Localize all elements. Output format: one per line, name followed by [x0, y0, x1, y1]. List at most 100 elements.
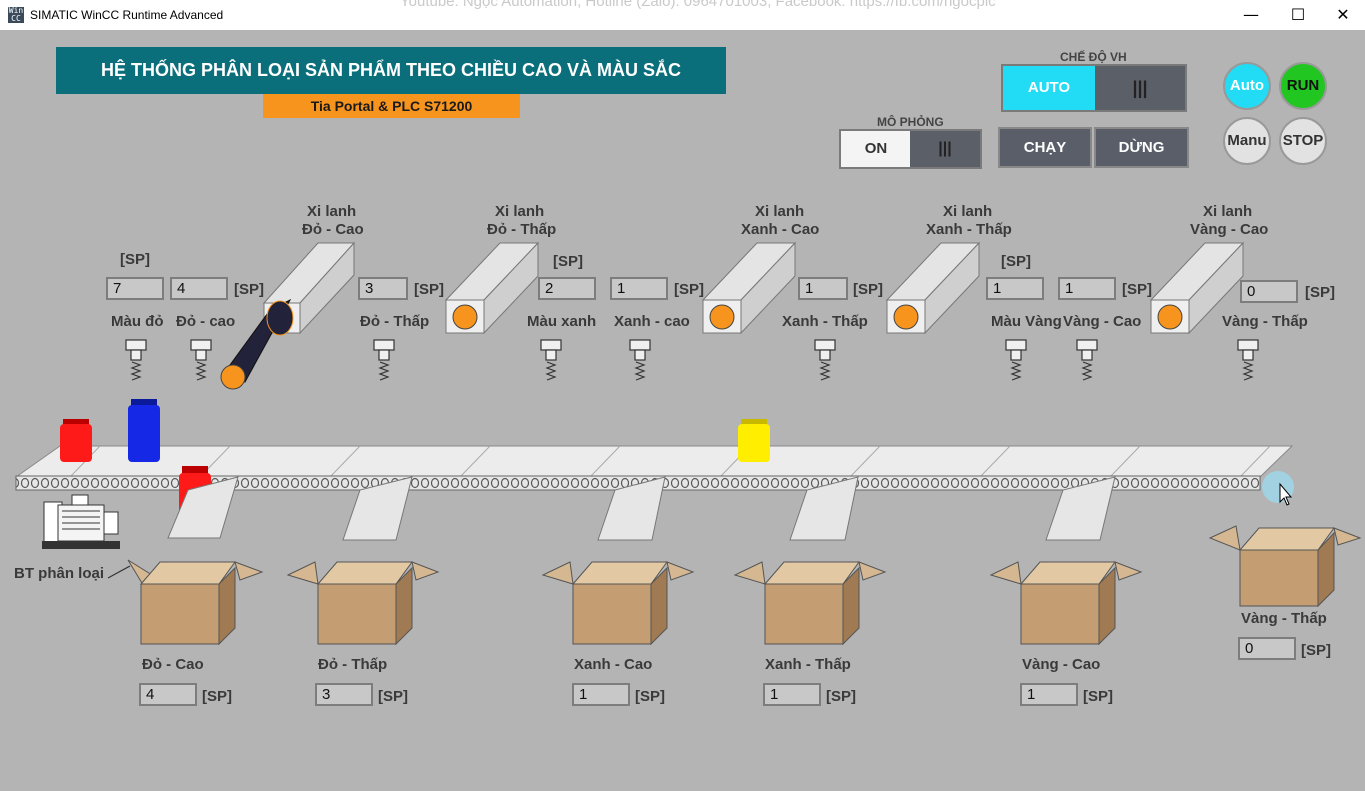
- count-blue[interactable]: 2: [538, 277, 596, 300]
- mode-label: CHẾ ĐỘ VH: [1060, 50, 1127, 64]
- count-blue-high[interactable]: 1: [610, 277, 668, 300]
- mode-switch-knob[interactable]: |||: [1095, 66, 1185, 110]
- cylinder-label-blue-high: Xi lanh: [755, 203, 805, 220]
- bin-count-blue-low[interactable]: 1: [763, 683, 821, 706]
- bin-label-blue-low: Xanh - Thấp: [765, 656, 851, 673]
- sp-unit: [SP]: [674, 281, 704, 298]
- minimize-button[interactable]: —: [1243, 5, 1259, 24]
- simulation-switch[interactable]: ON |||: [839, 129, 982, 169]
- sp-unit: [SP]: [1083, 688, 1113, 705]
- window-title: SIMATIC WinCC Runtime Advanced: [30, 8, 224, 22]
- sp-unit: [SP]: [1301, 642, 1331, 659]
- page-subtitle: Tia Portal & PLC S71200: [263, 94, 520, 118]
- auto-indicator: Auto: [1223, 62, 1271, 110]
- chute-red-low: [342, 476, 413, 541]
- count-yellow-low[interactable]: 0: [1240, 280, 1298, 303]
- sp-unit: [SP]: [120, 251, 150, 268]
- product-yellow: [738, 419, 770, 462]
- cylinder-label-red-high: Xi lanh: [307, 203, 357, 220]
- mouse-cursor-icon: [1279, 482, 1293, 506]
- product-blue: [128, 399, 160, 462]
- sp-unit: [SP]: [553, 253, 583, 270]
- close-button[interactable]: ✕: [1336, 5, 1350, 24]
- cylinder-label-blue-low: Xi lanh: [943, 203, 993, 220]
- sp-unit: [SP]: [234, 281, 264, 298]
- manual-indicator: Manu: [1223, 117, 1271, 165]
- cylinder-label-red-low: Xi lanh: [495, 203, 545, 220]
- bin-count-yellow-low[interactable]: 0: [1238, 637, 1296, 660]
- sp-unit: [SP]: [826, 688, 856, 705]
- sensor-label-red-low: Đỏ - Thấp: [360, 313, 430, 330]
- sensor-red-high-icon: [190, 339, 212, 381]
- sensor-label-yellow-low: Vàng - Thấp: [1222, 313, 1308, 330]
- sp-unit: [SP]: [378, 688, 408, 705]
- chute-blue-low: [789, 476, 859, 541]
- sensor-label-red: Màu đỏ: [111, 313, 164, 330]
- bin-label-red-high: Đỏ - Cao: [142, 656, 204, 673]
- bin-count-yellow-high[interactable]: 1: [1020, 683, 1078, 706]
- motor-icon: [42, 494, 131, 579]
- stop-indicator: STOP: [1279, 117, 1327, 165]
- count-red-high[interactable]: 4: [170, 277, 228, 300]
- watermark-banner: Youtube: Ngọc Automation, Hotline (Zalo)…: [400, 0, 996, 10]
- sensor-blue-icon: [540, 339, 562, 381]
- sensor-label-yellow-high: Vàng - Cao: [1063, 313, 1142, 330]
- bin-count-blue-high[interactable]: 1: [572, 683, 630, 706]
- sensor-yellow-icon: [1005, 339, 1027, 381]
- maximize-button[interactable]: ☐: [1290, 5, 1306, 24]
- mode-switch-value: AUTO: [1003, 66, 1095, 110]
- chute-yellow-high: [1045, 476, 1116, 541]
- chute-red-high: [167, 476, 239, 539]
- cylinder-sublabel-blue-low: Xanh - Thấp: [926, 221, 1012, 238]
- count-yellow[interactable]: 1: [986, 277, 1044, 300]
- cylinder-sublabel-red-low: Đỏ - Thấp: [487, 221, 557, 238]
- count-blue-low[interactable]: 1: [798, 277, 848, 300]
- bin-red-low: [286, 561, 440, 646]
- cylinder-sublabel-blue-high: Xanh - Cao: [741, 221, 820, 238]
- count-red-low[interactable]: 3: [358, 277, 408, 300]
- count-yellow-high[interactable]: 1: [1058, 277, 1116, 300]
- cylinder-blue-low: [885, 241, 981, 335]
- cylinder-red-low: [444, 241, 540, 335]
- sensor-blue-high-icon: [629, 339, 651, 381]
- sensor-red-low-icon: [373, 339, 395, 381]
- bin-label-red-low: Đỏ - Thấp: [318, 656, 388, 673]
- count-red[interactable]: 7: [106, 277, 164, 300]
- bin-label-yellow-low: Vàng - Thấp: [1241, 610, 1327, 627]
- cylinder-blue-high: [701, 241, 797, 335]
- cylinder-sublabel-yellow-high: Vàng - Cao: [1190, 221, 1269, 238]
- bin-yellow-low: [1208, 525, 1362, 608]
- bin-yellow-high: [989, 561, 1143, 646]
- cylinder-red-high: [220, 241, 356, 390]
- chute-blue-high: [597, 476, 666, 541]
- sensor-label-red-high: Đỏ - cao: [176, 313, 236, 330]
- sensor-yellow-high-icon: [1076, 339, 1098, 381]
- sensor-blue-low-icon: [814, 339, 836, 381]
- window-titlebar: [0, 0, 1365, 30]
- simulation-switch-value: ON: [841, 131, 911, 167]
- bin-blue-high: [541, 561, 695, 646]
- sp-unit: [SP]: [414, 281, 444, 298]
- sensor-label-blue: Màu xanh: [527, 313, 597, 330]
- sp-unit: [SP]: [853, 281, 883, 298]
- bin-count-red-high[interactable]: 4: [139, 683, 197, 706]
- motor-label: BT phân loại: [14, 565, 104, 582]
- sp-unit: [SP]: [635, 688, 665, 705]
- mouse-cursor-highlight: [1262, 471, 1294, 503]
- run-button[interactable]: CHẠY: [998, 127, 1092, 168]
- run-indicator: RUN: [1279, 62, 1327, 110]
- cylinder-sublabel-red-high: Đỏ - Cao: [302, 221, 364, 238]
- simulation-switch-knob[interactable]: |||: [910, 131, 980, 167]
- sp-unit: [SP]: [1122, 281, 1152, 298]
- cylinder-yellow-high: [1149, 241, 1245, 335]
- stop-button[interactable]: DỪNG: [1094, 127, 1189, 168]
- sensor-label-yellow: Màu Vàng: [991, 313, 1062, 330]
- sp-unit: [SP]: [1305, 284, 1335, 301]
- bin-red-high: [127, 559, 264, 646]
- mode-switch[interactable]: AUTO |||: [1001, 64, 1187, 112]
- bin-count-red-low[interactable]: 3: [315, 683, 373, 706]
- page-title: HỆ THỐNG PHÂN LOẠI SẢN PHẨM THEO CHIỀU C…: [56, 47, 726, 94]
- sensor-label-blue-low: Xanh - Thấp: [782, 313, 868, 330]
- bin-label-yellow-high: Vàng - Cao: [1022, 656, 1101, 673]
